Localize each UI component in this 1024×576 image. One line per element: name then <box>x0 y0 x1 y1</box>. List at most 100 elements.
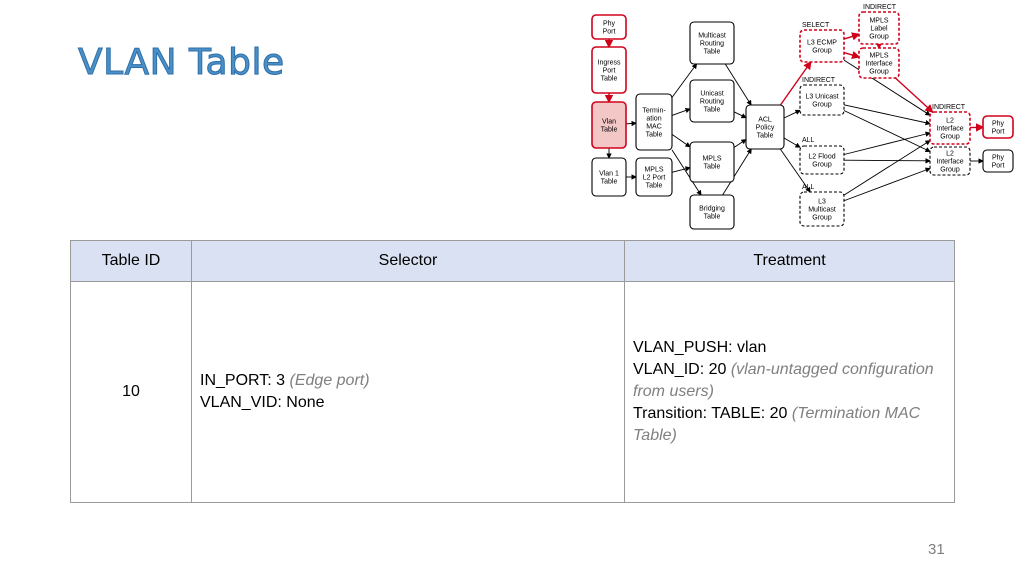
treatment-line: VLAN_PUSH: vlan <box>633 339 767 356</box>
svg-text:Ingress: Ingress <box>598 60 621 67</box>
svg-text:Table: Table <box>646 132 663 139</box>
svg-text:Table: Table <box>757 133 774 140</box>
pipeline-edge <box>733 111 747 119</box>
selector-line: IN_PORT: 3 (Edge port) <box>200 372 370 389</box>
svg-text:Group: Group <box>812 48 832 55</box>
svg-text:L2 Flood: L2 Flood <box>808 154 835 161</box>
pipeline-edge <box>843 51 861 60</box>
svg-text:Interface: Interface <box>936 126 963 133</box>
svg-text:Vlan: Vlan <box>602 119 616 126</box>
pipeline-edge <box>671 107 691 116</box>
pipeline-edge <box>779 148 811 193</box>
slide-title: VLAN Table <box>78 42 285 84</box>
svg-text:Routing: Routing <box>700 41 724 48</box>
svg-text:L2 Port: L2 Port <box>643 175 666 182</box>
pipeline-edge <box>733 139 747 148</box>
svg-text:Group: Group <box>812 162 832 169</box>
svg-text:Port: Port <box>992 163 1005 170</box>
svg-text:ation: ation <box>646 116 661 123</box>
pipeline-edge <box>671 149 702 196</box>
svg-text:Phy: Phy <box>603 21 616 28</box>
group-type-label: INDIRECT <box>932 104 966 111</box>
svg-text:Group: Group <box>940 167 960 174</box>
group-type-label: SELECT <box>802 22 830 29</box>
svg-text:Port: Port <box>992 129 1005 136</box>
svg-text:Group: Group <box>869 69 889 76</box>
pipeline-edge <box>671 134 691 148</box>
treatment-line: Transition: TABLE: 20 (Termination MAC T… <box>633 405 921 444</box>
cell-treatment: VLAN_PUSH: vlan VLAN_ID: 20 (vlan-untagg… <box>624 281 955 503</box>
svg-text:Port: Port <box>603 29 616 36</box>
svg-text:Group: Group <box>812 102 832 109</box>
header-treatment: Treatment <box>624 240 955 282</box>
selector-line: VLAN_VID: None <box>200 394 325 411</box>
pipeline-edge <box>783 109 801 119</box>
svg-text:Interface: Interface <box>936 159 963 166</box>
pipeline-edge <box>843 167 931 202</box>
group-type-label: ALL <box>802 137 815 144</box>
svg-text:Unicast: Unicast <box>700 91 723 98</box>
page-number: 31 <box>928 541 945 558</box>
svg-text:Table: Table <box>601 127 618 134</box>
svg-text:MPLS: MPLS <box>702 156 721 163</box>
svg-text:Table: Table <box>601 179 618 186</box>
svg-text:Table: Table <box>704 49 721 56</box>
cell-table-id: 10 <box>70 281 192 503</box>
svg-text:MAC: MAC <box>646 124 662 131</box>
pipeline-edge <box>843 32 861 41</box>
treatment-line: VLAN_ID: 20 (vlan-untagged configuration… <box>633 361 934 400</box>
vlan-flow-table: Table ID Selector Treatment 10 IN_PORT: … <box>70 240 955 503</box>
pipeline-edge <box>724 63 752 106</box>
svg-text:Group: Group <box>940 134 960 141</box>
svg-text:Table: Table <box>704 214 721 221</box>
svg-text:Bridging: Bridging <box>699 206 725 213</box>
svg-text:Phy: Phy <box>992 121 1005 128</box>
svg-text:Port: Port <box>603 68 616 75</box>
group-type-label: INDIRECT <box>802 77 836 84</box>
pipeline-edge <box>843 59 931 116</box>
svg-text:MPLS: MPLS <box>644 167 663 174</box>
group-type-label: INDIRECT <box>863 4 897 11</box>
pipeline-edge <box>671 166 691 173</box>
svg-text:L2: L2 <box>946 118 954 125</box>
svg-text:Table: Table <box>704 107 721 114</box>
pipeline-edge <box>625 120 637 127</box>
svg-text:Multicast: Multicast <box>808 207 836 214</box>
svg-text:L3 Unicast: L3 Unicast <box>805 94 838 101</box>
pipeline-edge <box>671 63 698 98</box>
group-type-label: ALL <box>802 184 815 191</box>
pipeline-edge <box>843 140 931 196</box>
svg-text:Interface: Interface <box>865 61 892 68</box>
header-table-id: Table ID <box>70 240 192 282</box>
svg-text:Table: Table <box>646 183 663 190</box>
svg-text:L2: L2 <box>946 151 954 158</box>
svg-text:Policy: Policy <box>756 125 775 132</box>
svg-text:Termin-: Termin- <box>642 108 666 115</box>
pipeline-edge <box>843 158 931 164</box>
cell-selector: IN_PORT: 3 (Edge port) VLAN_VID: None <box>191 281 625 503</box>
svg-text:L3: L3 <box>818 199 826 206</box>
svg-text:Table: Table <box>704 164 721 171</box>
pipeline-edge <box>722 148 752 196</box>
pipeline-edge <box>783 137 801 148</box>
